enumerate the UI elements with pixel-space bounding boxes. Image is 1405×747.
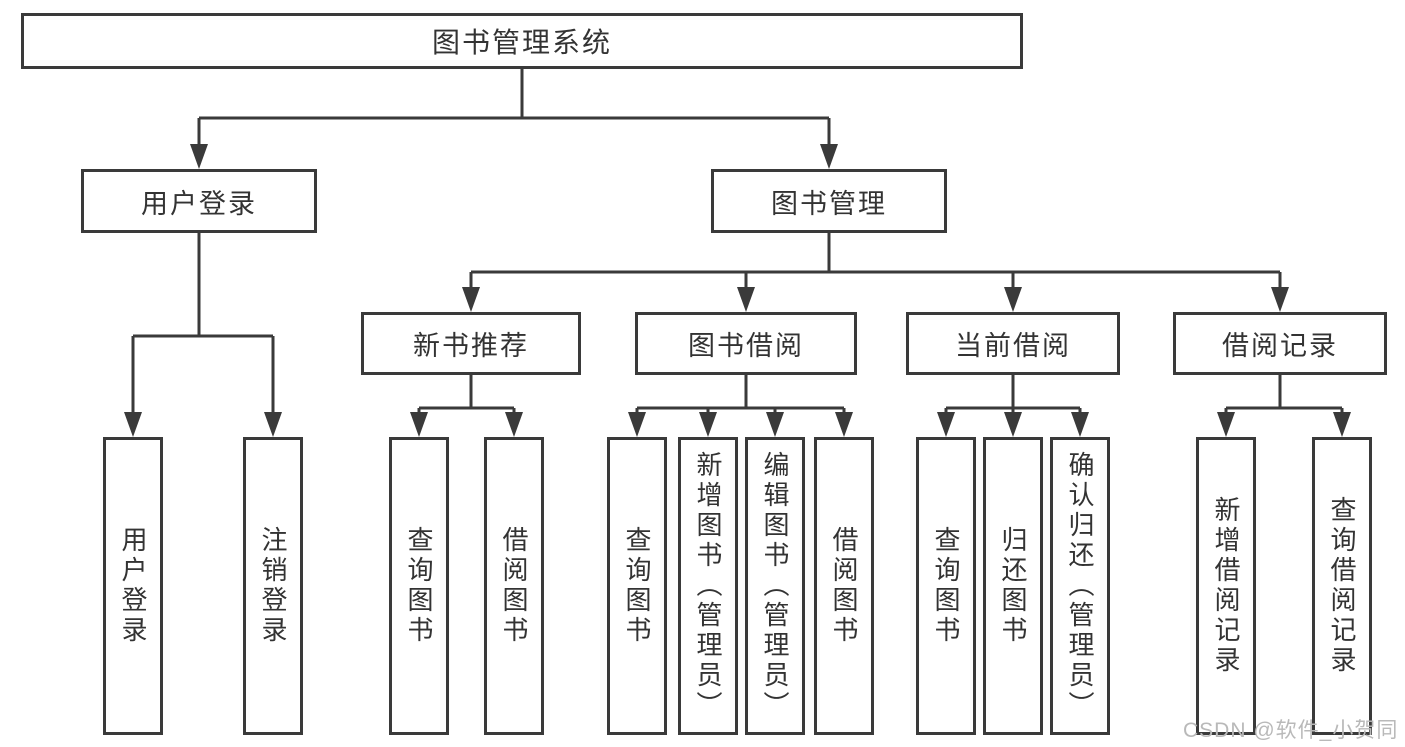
leaf-query-books-borrowing: 查询图书	[607, 437, 667, 735]
arrowheads	[124, 144, 1351, 437]
node-borrowing-records: 借阅记录	[1173, 312, 1387, 375]
node-user-login-module: 用户登录	[81, 169, 317, 233]
node-library-management-system: 图书管理系统	[21, 13, 1023, 69]
node-new-book-recommendation: 新书推荐	[361, 312, 581, 375]
leaf-user-login: 用户登录	[103, 437, 163, 735]
leaf-query-books-current: 查询图书	[916, 437, 976, 735]
connector-paths	[131, 69, 1344, 415]
leaf-confirm-return-admin: 确认归还（管理员）	[1050, 437, 1110, 735]
leaf-edit-book-admin: 编辑图书（管理员）	[745, 437, 805, 735]
leaf-logout: 注销登录	[243, 437, 303, 735]
leaf-query-borrow-record: 查询借阅记录	[1312, 437, 1372, 735]
leaf-add-borrow-record: 新增借阅记录	[1196, 437, 1256, 735]
leaf-query-books-recommend: 查询图书	[389, 437, 449, 735]
leaf-return-book: 归还图书	[983, 437, 1043, 735]
leaf-add-book-admin: 新增图书（管理员）	[678, 437, 738, 735]
node-book-borrowing: 图书借阅	[635, 312, 857, 375]
leaf-borrow-books-recommend: 借阅图书	[484, 437, 544, 735]
node-book-management-module: 图书管理	[711, 169, 947, 233]
leaf-borrow-books-borrowing: 借阅图书	[814, 437, 874, 735]
node-current-borrowing: 当前借阅	[906, 312, 1120, 375]
csdn-watermark: CSDN @软件_小贺同学	[1183, 719, 1399, 742]
